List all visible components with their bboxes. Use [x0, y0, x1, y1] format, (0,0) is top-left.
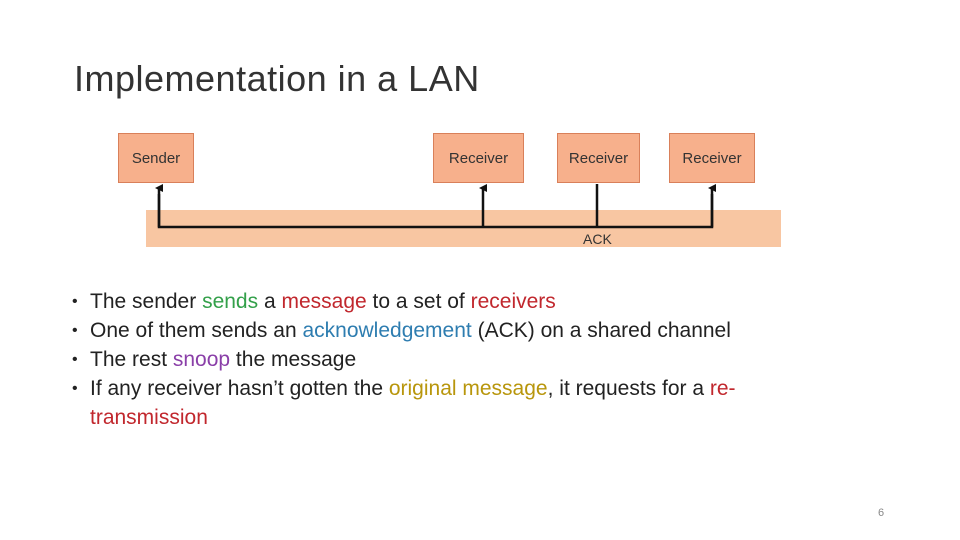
bullet-item: If any receiver hasn’t gotten the origin… — [72, 374, 834, 432]
bullet-list: The sender sends a message to a set of r… — [72, 287, 834, 432]
slide-title: Implementation in a LAN — [74, 58, 480, 99]
highlighted-term: acknowledgement — [302, 319, 472, 342]
receiver-node-2: Receiver — [557, 133, 640, 183]
receiver-node-1: Receiver — [433, 133, 524, 183]
highlighted-term: message — [281, 290, 367, 313]
bullet-text: If any receiver hasn’t gotten the — [90, 377, 389, 400]
highlighted-term: re-transmission — [90, 377, 736, 429]
bullet-text: One of them sends an — [90, 319, 303, 342]
bullet-item: The sender sends a message to a set of r… — [72, 287, 834, 316]
bullet-text: the message — [230, 348, 357, 371]
highlighted-term: original message — [388, 377, 548, 400]
ack-label: ACK — [583, 231, 612, 247]
receiver-label-1: Receiver — [448, 149, 509, 167]
slide-number: 6 — [878, 507, 885, 519]
channel-bus-line — [157, 194, 714, 229]
highlighted-term: receivers — [470, 290, 556, 313]
highlighted-term: sends — [202, 290, 259, 313]
bullet-text: , it requests for a — [547, 377, 710, 400]
receiver-label-3: Receiver — [682, 149, 742, 167]
bullet-text: The rest — [90, 348, 173, 371]
bullet-text: (ACK) on a shared channel — [471, 319, 731, 342]
bullet-item: The rest snoop the message — [72, 345, 834, 374]
bullet-text: a — [258, 290, 282, 313]
receiver-node-3: Receiver — [669, 133, 755, 183]
bullet-item: One of them sends an acknowledgement (AC… — [72, 316, 834, 345]
sender-label: Sender — [131, 149, 181, 167]
receiver-label-2: Receiver — [568, 149, 629, 167]
bullet-text: The sender — [90, 290, 203, 313]
highlighted-term: snoop — [172, 348, 231, 371]
shared-channel — [146, 210, 781, 247]
bullet-text: to a set of — [366, 290, 471, 313]
sender-node: Sender — [118, 133, 194, 183]
